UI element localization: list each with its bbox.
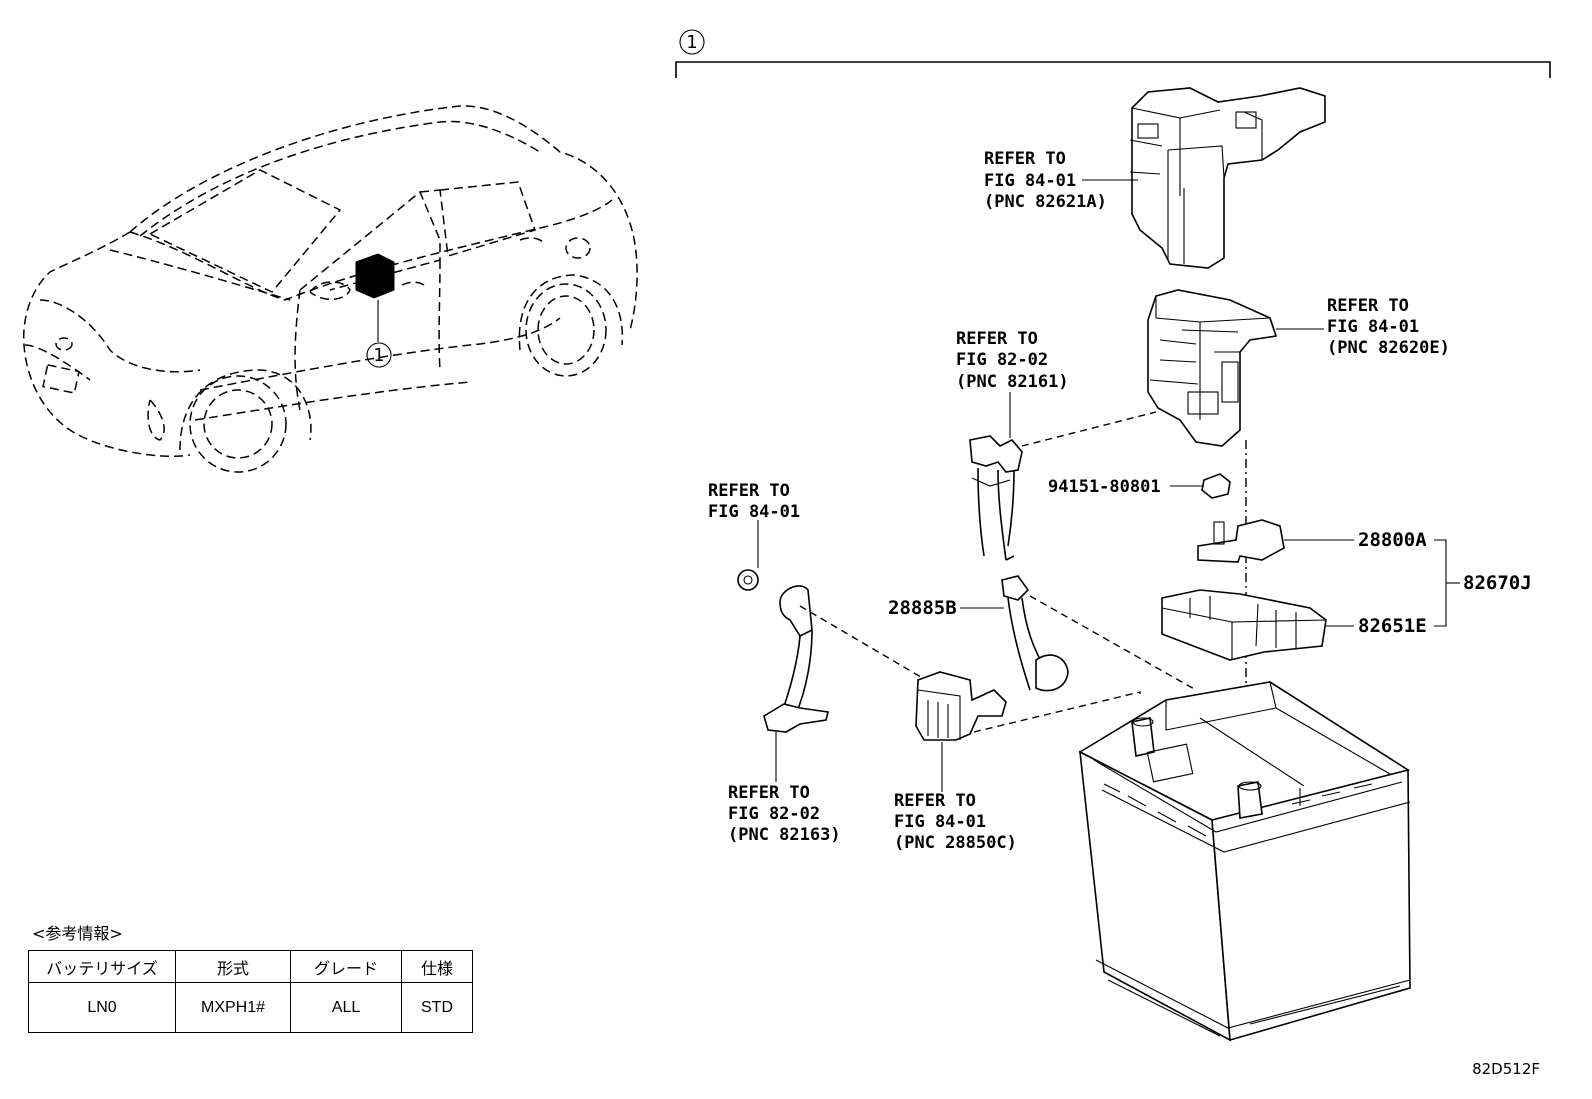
car-callout-circle: [366, 342, 392, 368]
part-94151-80801: 94151-80801: [1048, 477, 1161, 497]
ref-28850c-line3: (PNC 28850C): [894, 833, 1017, 853]
ref-28850c-line1: REFER TO: [894, 791, 976, 811]
ref-82621a-line2: FIG 84-01: [984, 171, 1076, 191]
cover-82651e: 82651E: [1161, 589, 1427, 661]
reference-info-title: <参考情報>: [32, 924, 123, 943]
header-spec: 仕様: [401, 950, 473, 983]
car-illustration: 1: [22, 105, 638, 473]
ref-82620e-line2: FIG 84-01: [1327, 317, 1419, 337]
label-ref-82163: REFER TO FIG 82-02 (PNC 82163): [728, 783, 841, 845]
cable-28885b: 28885B: [888, 575, 1069, 692]
ref-fig8401-line2: FIG 84-01: [708, 502, 800, 522]
ref-82163-line2: FIG 82-02: [728, 804, 820, 824]
fuse-block-lower: [1147, 289, 1278, 447]
reference-info: <参考情報> バッテリサイズ 形式 グレード 仕様 LN0 MXPH1# ALL…: [28, 920, 473, 1033]
header-grade: グレード: [290, 950, 402, 983]
cable-82161: [969, 435, 1023, 561]
cable-82163: [763, 585, 829, 782]
ref-82620e-line3: (PNC 82620E): [1327, 338, 1450, 358]
ref-82621a-line1: REFER TO: [984, 149, 1066, 169]
ref-82161-line2: FIG 82-02: [956, 350, 1048, 370]
ref-82161-line3: (PNC 82161): [956, 372, 1069, 392]
top-callout-number: 1: [686, 32, 697, 53]
label-ref-82161: REFER TO FIG 82-02 (PNC 82161): [956, 329, 1069, 438]
terminal-28800a: 28800A: [1197, 519, 1427, 563]
assembly-bracket: 1: [675, 29, 1551, 78]
value-grade: ALL: [290, 982, 402, 1033]
label-ref-82621a: REFER TO FIG 84-01 (PNC 82621A): [984, 149, 1138, 212]
value-battery-size: LN0: [28, 982, 176, 1033]
table-header-row: バッテリサイズ 形式 グレード 仕様: [28, 950, 473, 983]
label-ref-fig8401: REFER TO FIG 84-01: [708, 481, 800, 522]
reference-info-table: バッテリサイズ 形式 グレード 仕様 LN0 MXPH1# ALL STD: [28, 950, 473, 1033]
top-callout-circle: [679, 29, 705, 55]
label-ref-28850c: REFER TO FIG 84-01 (PNC 28850C): [894, 791, 1017, 853]
part-28800a: 28800A: [1358, 529, 1427, 551]
fuse-block-upper: [1129, 87, 1326, 269]
ref-28850c-line2: FIG 84-01: [894, 812, 986, 832]
header-model: 形式: [175, 950, 291, 983]
value-spec: STD: [401, 982, 473, 1033]
part-82670j: 82670J: [1463, 572, 1532, 594]
bolt-fig8401: [737, 520, 759, 591]
part-82651e: 82651E: [1358, 615, 1427, 637]
battery-location-marker: [355, 253, 395, 299]
header-battery-size: バッテリサイズ: [28, 950, 176, 983]
ref-82161-line1: REFER TO: [956, 329, 1038, 349]
table-row: LN0 MXPH1# ALL STD: [28, 982, 473, 1033]
ref-fig8401-line1: REFER TO: [708, 481, 790, 501]
battery: [1078, 681, 1411, 1042]
ref-82163-line1: REFER TO: [728, 783, 810, 803]
value-model: MXPH1#: [175, 982, 291, 1033]
label-ref-82620e: REFER TO FIG 84-01 (PNC 82620E): [1276, 296, 1450, 358]
ref-82620e-line1: REFER TO: [1327, 296, 1409, 316]
ref-82163-line3: (PNC 82163): [728, 825, 841, 845]
diagram-code: 82D512F: [1472, 1060, 1540, 1078]
nut-94151: 94151-80801: [1048, 473, 1231, 499]
sensor-28850c: [915, 671, 1007, 792]
group-82670j: 82670J: [1434, 539, 1532, 627]
car-callout-number: 1: [373, 345, 384, 366]
ref-82621a-line3: (PNC 82621A): [984, 192, 1107, 212]
part-28885b: 28885B: [888, 597, 957, 619]
